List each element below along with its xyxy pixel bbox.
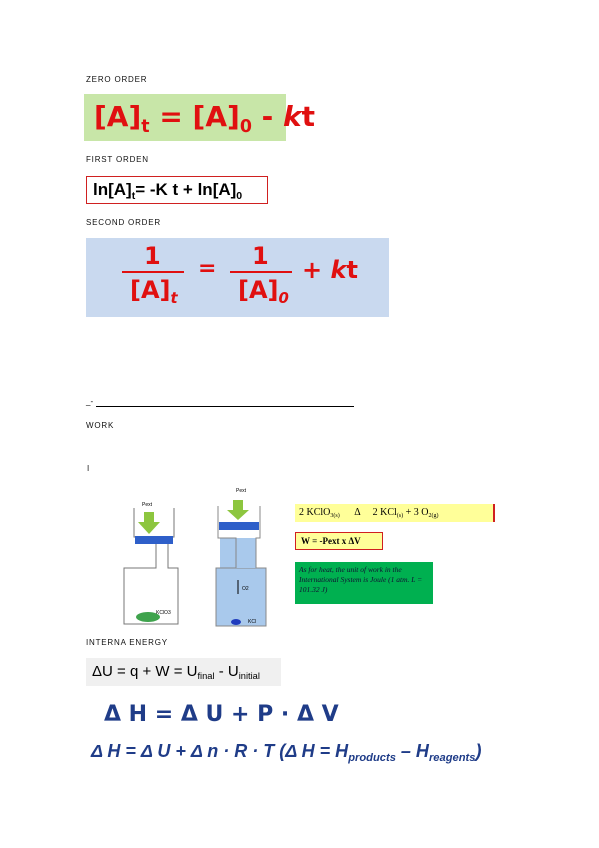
right-vessel: Pext O2 KCl: [215, 488, 267, 627]
work-diagram: Pext KClO3 Pext O2 KCl: [123, 488, 267, 627]
plus-kt: + kt: [302, 256, 358, 284]
internal-energy-label: INTERNA ENERGY: [86, 638, 168, 647]
first-order-label: FIRST ORDEN: [86, 155, 149, 164]
internal-energy-box: ΔU = q + W = Ufinal - Uinitial: [86, 658, 281, 686]
right-arrow-icon: [227, 500, 249, 520]
equals-sign: =: [198, 256, 217, 281]
rhs-fraction-bar: [230, 271, 292, 273]
marker-i: I: [87, 464, 91, 473]
rhs-numerator: 1: [252, 242, 269, 270]
enthalpy-equation: Δ H = Δ U + P · Δ V: [104, 702, 339, 727]
second-order-label: SECOND ORDER: [86, 218, 161, 227]
first-order-equation: ln[A]t= -K t + ln[A]0: [93, 180, 243, 202]
lhs-fraction-bar: [122, 271, 184, 273]
o2-label: O2: [242, 586, 249, 592]
right-piston: [219, 522, 259, 530]
lhs-denominator: [A]t: [130, 276, 178, 308]
enthalpy-equation-2: Δ H = Δ U + Δ n · R · T (Δ H = Hproducts…: [91, 741, 482, 764]
kcl-label: KCl: [248, 619, 256, 625]
left-arrow-icon: [138, 512, 160, 534]
kclo3-solid: [136, 612, 160, 622]
zero-order-equation-box: [A]t = [A]0 - kt: [84, 94, 315, 141]
kclo3-label: KClO3: [156, 610, 171, 616]
divider-line: [96, 406, 354, 407]
reaction-equation: 2 KClO3(s) Δ 2 KCl(s) + 3 O2(g): [295, 504, 495, 522]
kcl-solid: [231, 619, 241, 625]
first-order-equation-box: ln[A]t= -K t + ln[A]0: [86, 176, 268, 204]
rhs-denominator: [A]0: [238, 276, 289, 308]
right-pext-label: Pext: [236, 488, 247, 494]
internal-energy-equation: ΔU = q + W = Ufinal - Uinitial: [92, 663, 260, 682]
left-piston: [135, 536, 173, 544]
zero-order-label: ZERO ORDER: [86, 75, 148, 84]
work-label: WORK: [86, 421, 115, 430]
work-unit-note: As for heat, the unit of work in the Int…: [295, 562, 433, 604]
second-order-equation-box: 1 [A]t = 1 [A]0 + kt: [86, 238, 389, 317]
left-vessel: Pext KClO3: [123, 502, 179, 625]
work-equation: W = -Pext x ΔV: [295, 532, 383, 550]
zero-order-equation: [A]t = [A]0 - kt: [94, 100, 316, 138]
left-pext-label: Pext: [142, 502, 153, 508]
divider-prefix: _-: [86, 397, 94, 406]
lhs-numerator: 1: [144, 242, 161, 270]
